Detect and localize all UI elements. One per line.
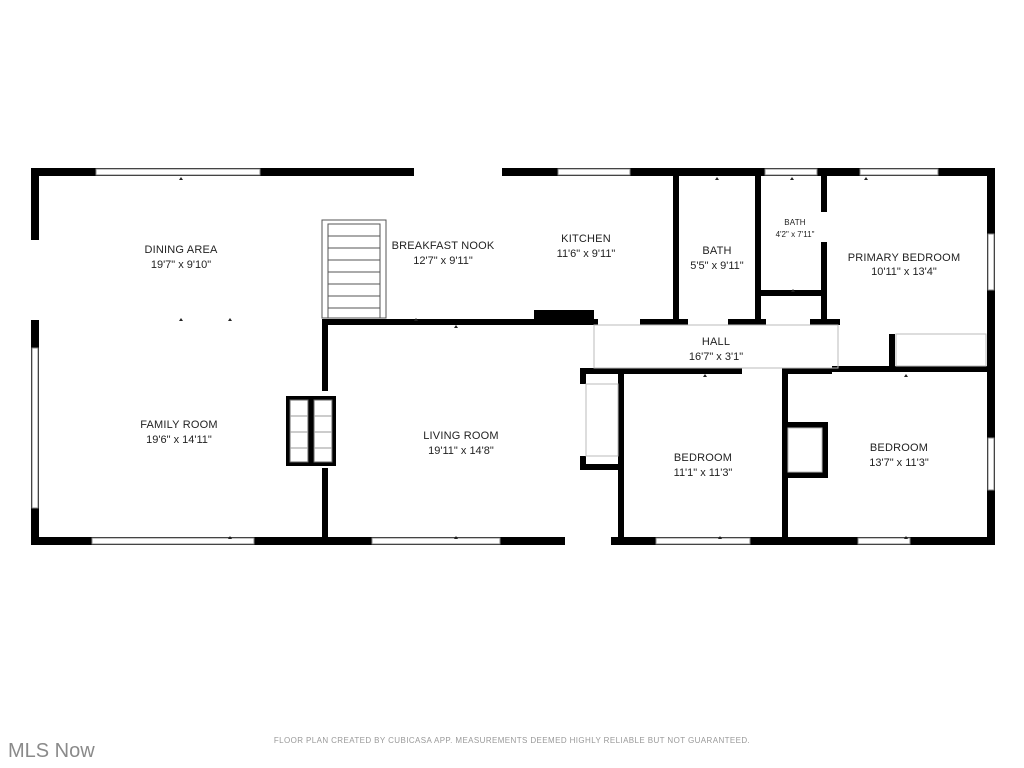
wall-bath-bath	[755, 172, 761, 324]
outer-walls	[31, 168, 995, 545]
label-bath-2: BATH	[784, 218, 806, 227]
opening-living-bottom	[565, 536, 611, 546]
label-family-room: FAMILY ROOM	[140, 419, 218, 431]
dims-dining-area: 19'7" x 9'10"	[151, 259, 211, 271]
dims-bedroom-1: 11'1" x 11'3"	[674, 467, 733, 479]
door-markers	[179, 177, 908, 539]
label-kitchen: KITCHEN	[561, 233, 611, 245]
window-kitchen-top	[557, 168, 631, 176]
dims-bath-1: 5'5" x 9'11"	[690, 260, 743, 272]
window-living-bottom	[371, 537, 501, 545]
wall-closet-mid-top	[782, 422, 828, 428]
window-bedroom1-bottom	[655, 537, 751, 545]
label-bedroom-2: BEDROOM	[870, 442, 928, 454]
label-hall: HALL	[702, 336, 730, 348]
wall-living-left-lower	[322, 468, 328, 540]
wall-closet-left-bottom	[580, 464, 624, 470]
wall-hall-bottom-right	[784, 368, 832, 374]
window-primary-top	[859, 168, 939, 176]
stairs	[321, 219, 387, 319]
dims-hall: 16'7" x 3'1"	[689, 351, 743, 363]
dims-primary-bedroom: 10'11" x 13'4"	[871, 266, 937, 278]
window-family-left	[31, 347, 39, 509]
wall-bedroom-split	[782, 368, 788, 544]
wall-closet-mid-bottom	[782, 472, 828, 478]
wall-hall-top-mid	[728, 319, 766, 325]
mls-now-logo: MLS Now	[8, 740, 95, 762]
wall-right	[987, 168, 995, 545]
hall-outline	[585, 324, 987, 473]
window-bedroom2-right	[987, 437, 995, 491]
window-family-bottom	[91, 537, 255, 545]
opening-nook-top	[414, 167, 502, 177]
wall-closet-left-top	[580, 368, 586, 384]
label-bath-1: BATH	[702, 245, 731, 257]
interior-walls	[322, 172, 992, 544]
wall-kitchen-bath	[673, 172, 679, 324]
wall-primary-closet	[889, 334, 895, 372]
windows	[30, 167, 995, 546]
wall-bath2-primary-lower	[821, 242, 827, 324]
wall-closet-mid-side	[822, 422, 828, 478]
dims-bedroom-2: 13'7" x 11'3"	[869, 457, 929, 469]
wall-primary-bottom	[832, 366, 992, 372]
dims-bath-2: 4'2" x 7'11"	[776, 230, 815, 239]
window-primary-right	[987, 233, 995, 291]
opening-left-upper	[30, 240, 40, 320]
wall-hall-bottom	[582, 368, 742, 374]
label-breakfast-nook: BREAKFAST NOOK	[392, 240, 495, 252]
wall-bedroom1-left	[618, 368, 624, 544]
wall-closet-left-side	[580, 456, 586, 470]
dims-living-room: 19'11" x 14'8"	[428, 445, 494, 457]
window-dining-top	[95, 168, 261, 176]
room-labels: DINING AREA 19'7" x 9'10" FAMILY ROOM 19…	[140, 218, 960, 479]
wall-living-top	[322, 319, 598, 325]
fireplace	[286, 396, 336, 466]
label-bedroom-1: BEDROOM	[674, 452, 732, 464]
label-dining-area: DINING AREA	[144, 244, 218, 256]
window-bedroom2-bottom	[857, 537, 911, 545]
wall-bottom	[31, 537, 995, 545]
label-primary-bedroom: PRIMARY BEDROOM	[848, 252, 961, 264]
wall-living-top-right	[640, 319, 688, 325]
wall-top	[31, 168, 995, 176]
dims-kitchen: 11'6" x 9'11"	[557, 248, 616, 260]
window-bath2-top	[764, 168, 818, 176]
wall-living-left-upper	[322, 319, 328, 391]
dims-family-room: 19'6" x 14'11"	[146, 434, 212, 446]
label-living-room: LIVING ROOM	[423, 430, 499, 442]
footer-disclaimer: FLOOR PLAN CREATED BY CUBICASA APP. MEAS…	[273, 736, 751, 745]
wall-bath2-primary	[821, 172, 827, 212]
wall-bath2-bottom	[755, 290, 827, 296]
range-hood	[534, 310, 594, 322]
dims-breakfast-nook: 12'7" x 9'11"	[413, 255, 473, 267]
